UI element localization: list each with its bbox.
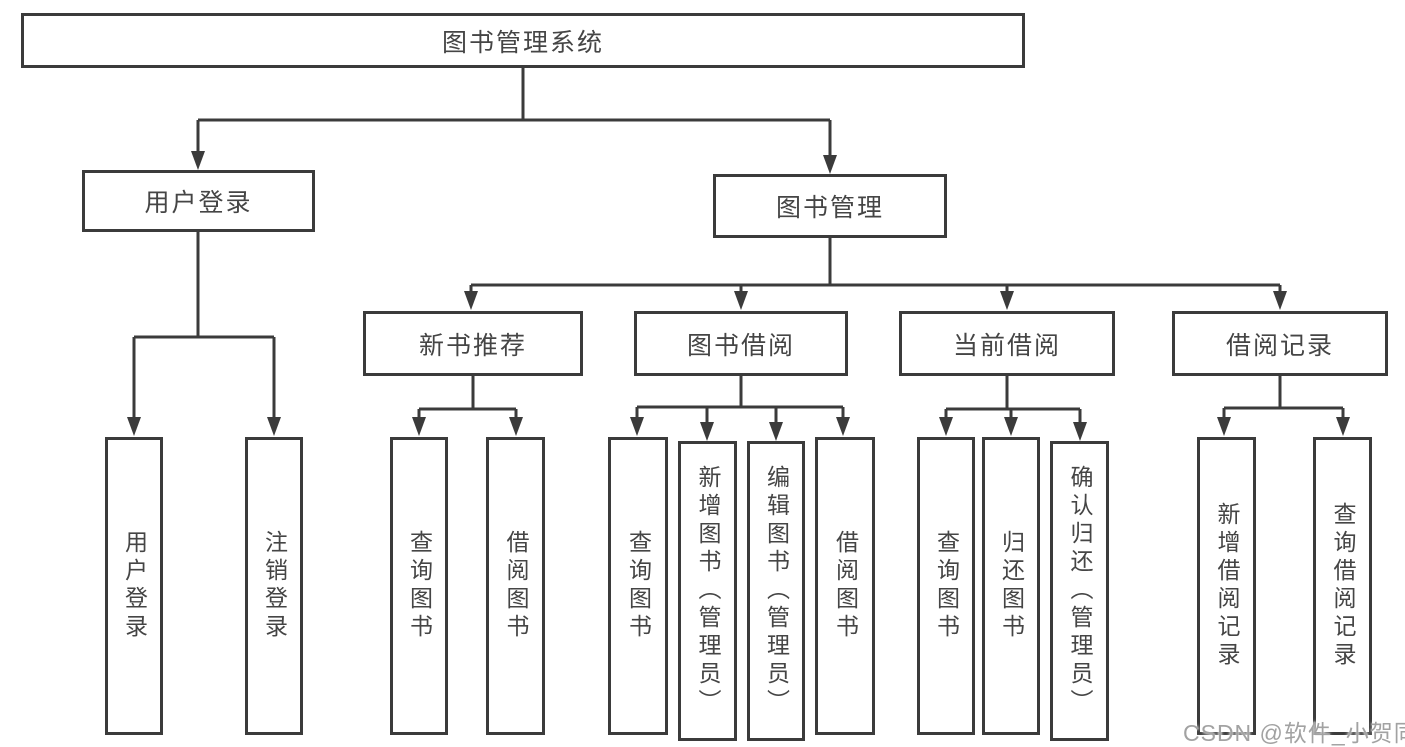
leaf-user-login: 用户登录 xyxy=(105,437,163,735)
leaf-query-books-recommend: 查询图书 xyxy=(390,437,448,735)
node-borrowing-records: 借阅记录 xyxy=(1172,311,1388,376)
leaf-confirm-return-admin: 确认归还（管理员） xyxy=(1050,441,1109,741)
leaf-query-books-current: 查询图书 xyxy=(917,437,975,735)
node-label: 图书管理 xyxy=(775,194,884,222)
leaf-add-book-admin: 新增图书（管理员） xyxy=(678,441,737,741)
node-label: 查询借阅记录 xyxy=(1330,502,1356,670)
leaf-edit-book-admin: 编辑图书（管理员） xyxy=(747,441,805,741)
node-label: 图书借阅 xyxy=(686,331,795,360)
node-label: 注销登录 xyxy=(261,530,288,642)
node-label: 编辑图书（管理员） xyxy=(763,465,790,717)
node-library-management-system: 图书管理系统 xyxy=(21,13,1025,68)
node-label: 用户登录 xyxy=(144,189,253,217)
node-label: 查询图书 xyxy=(406,530,433,642)
node-label: 查询图书 xyxy=(625,530,652,642)
node-label: 确认归还（管理员） xyxy=(1067,465,1093,717)
node-label: 当前借阅 xyxy=(952,331,1061,360)
leaf-query-books-borrow: 查询图书 xyxy=(608,437,668,735)
node-label: 借阅记录 xyxy=(1225,331,1334,360)
node-label: 归还图书 xyxy=(998,530,1025,642)
node-label: 新书推荐 xyxy=(418,331,527,360)
node-label: 查询图书 xyxy=(933,530,960,642)
node-current-borrowing: 当前借阅 xyxy=(899,311,1115,376)
leaf-add-borrow-record: 新增借阅记录 xyxy=(1197,437,1256,735)
leaf-return-books: 归还图书 xyxy=(982,437,1040,735)
node-label: 图书管理系统 xyxy=(441,28,604,57)
watermark: CSDN @软件_小贺同学 xyxy=(1183,720,1405,746)
node-label: 新增图书（管理员） xyxy=(695,465,721,717)
node-label: 借阅图书 xyxy=(503,530,529,642)
leaf-query-borrow-record: 查询借阅记录 xyxy=(1313,437,1372,735)
node-book-borrowing: 图书借阅 xyxy=(634,311,848,376)
leaf-logout: 注销登录 xyxy=(245,437,303,735)
node-new-book-recommendation: 新书推荐 xyxy=(363,311,583,376)
leaf-borrow-books-recommend: 借阅图书 xyxy=(486,437,545,735)
node-book-management: 图书管理 xyxy=(713,174,947,238)
arrowheads xyxy=(127,151,1350,441)
node-label: 新增借阅记录 xyxy=(1214,502,1240,670)
node-label: 用户登录 xyxy=(121,530,148,642)
node-user-login: 用户登录 xyxy=(82,170,315,232)
node-label: 借阅图书 xyxy=(832,530,859,642)
leaf-borrow-books: 借阅图书 xyxy=(815,437,875,735)
